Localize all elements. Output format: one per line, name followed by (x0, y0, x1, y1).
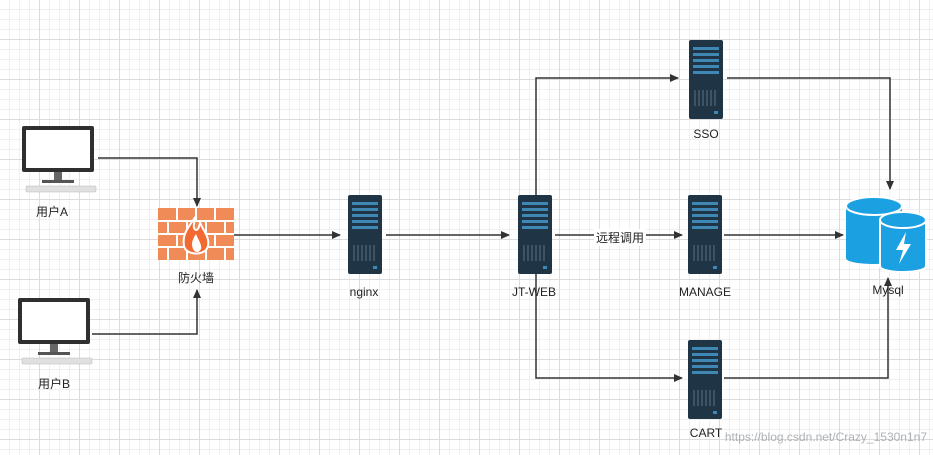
server-icon (518, 195, 552, 274)
database-icon (845, 196, 927, 273)
edge-user-b-to-firewall (92, 289, 201, 335)
node-label-cart: CART (689, 426, 723, 440)
watermark-text: https://blog.csdn.net/Crazy_1530n1n7 (724, 430, 927, 444)
monitor-icon (18, 298, 93, 365)
firewall-icon (158, 208, 234, 260)
lightning-icon (896, 232, 911, 264)
server-icon (348, 195, 382, 274)
edge-user-a-to-firewall (98, 157, 201, 207)
edge-label-remote-call: 远程调用 (593, 229, 647, 246)
edge-sso-to-mysql (727, 77, 894, 190)
node-label-user-a: 用户A (35, 205, 69, 219)
node-label-manage: MANAGE (678, 285, 732, 299)
node-label-user-b: 用户B (37, 377, 71, 391)
server-icon (688, 195, 722, 274)
edge-cart-to-mysql (724, 277, 892, 379)
node-label-nginx: nginx (349, 285, 379, 299)
edge-jt-web-to-cart (535, 274, 683, 382)
server-icon (689, 40, 723, 119)
edge-jt-web-to-sso (535, 74, 679, 195)
node-label-sso: SSO (693, 127, 719, 141)
node-label-jt-web: JT-WEB (512, 285, 556, 299)
monitor-icon (22, 126, 97, 193)
node-label-firewall: 防火墙 (177, 271, 215, 285)
server-icon (688, 340, 722, 419)
node-label-mysql: Mysql (872, 283, 904, 297)
